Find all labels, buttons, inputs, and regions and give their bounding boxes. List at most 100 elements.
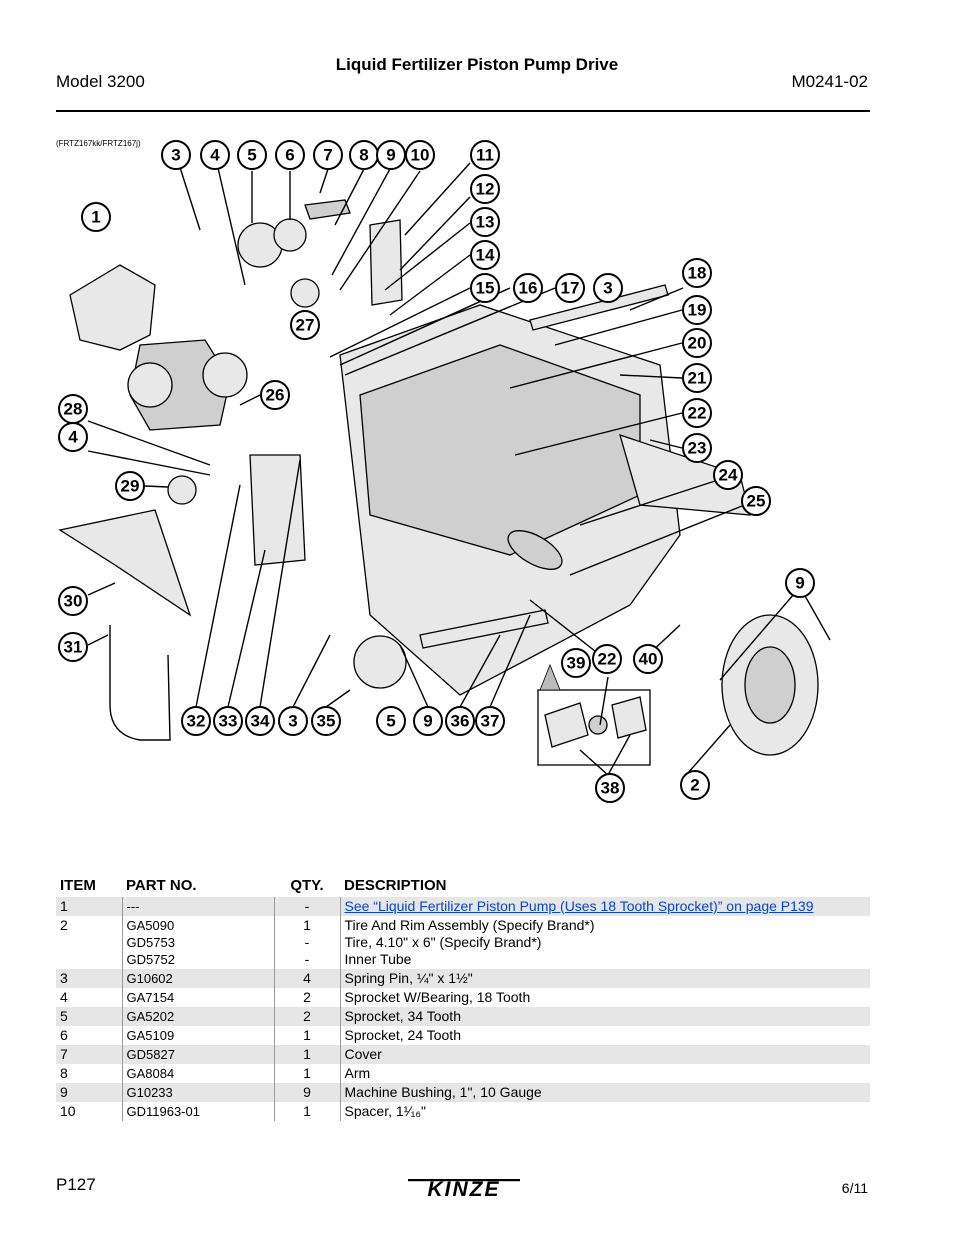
kinze-logo: KINZE bbox=[408, 1178, 520, 1200]
cell-part: G10602 bbox=[122, 969, 275, 988]
cell-line: Sprocket, 24 Tooth bbox=[344, 1027, 461, 1043]
callout-19: 19 bbox=[682, 295, 712, 325]
svg-text:3: 3 bbox=[171, 146, 180, 165]
svg-text:3: 3 bbox=[288, 712, 297, 731]
cell-qty: 1 bbox=[274, 1026, 341, 1045]
bearing-flange-right bbox=[611, 696, 647, 739]
callout-28: 28 bbox=[58, 394, 88, 424]
cell-qty: 1-- bbox=[274, 916, 341, 969]
cell-line: 1 bbox=[303, 917, 311, 933]
callout-31: 31 bbox=[58, 632, 88, 662]
svg-text:22: 22 bbox=[598, 650, 617, 669]
svg-text:31: 31 bbox=[64, 638, 83, 657]
cell-line: GA8084 bbox=[126, 1066, 175, 1081]
bearing bbox=[588, 715, 608, 735]
svg-text:33: 33 bbox=[219, 712, 238, 731]
cell-desc: Sprocket, 34 Tooth bbox=[340, 1007, 870, 1026]
cell-line: Sprocket, 34 Tooth bbox=[344, 1008, 461, 1024]
svg-text:20: 20 bbox=[688, 334, 707, 353]
cell-line: GA5202 bbox=[126, 1009, 175, 1024]
svg-text:22: 22 bbox=[688, 404, 707, 423]
cell-qty: - bbox=[274, 897, 341, 916]
svg-text:37: 37 bbox=[481, 712, 500, 731]
cell-qty: 4 bbox=[274, 969, 341, 988]
cell-line: Tire And Rim Assembly (Specify Brand*) bbox=[344, 917, 595, 933]
callout-37: 37 bbox=[475, 706, 505, 736]
svg-text:27: 27 bbox=[296, 316, 315, 335]
callout-22-bottom: 22 bbox=[592, 644, 622, 674]
svg-text:9: 9 bbox=[423, 712, 432, 731]
svg-text:9: 9 bbox=[386, 146, 395, 165]
header-qty: QTY. bbox=[290, 876, 324, 894]
svg-text:8: 8 bbox=[359, 146, 368, 165]
revision-date: 6/11 bbox=[841, 1180, 868, 1196]
callout-9-bottom: 9 bbox=[413, 706, 443, 736]
cross-reference-link[interactable]: See “Liquid Fertilizer Piston Pump (Uses… bbox=[344, 898, 814, 914]
cell-qty: 2 bbox=[274, 1007, 341, 1026]
svg-text:25: 25 bbox=[747, 492, 766, 511]
callout-34: 34 bbox=[245, 706, 275, 736]
page-number: P127 bbox=[56, 1175, 96, 1194]
cell-line: 4 bbox=[303, 970, 311, 986]
svg-text:39: 39 bbox=[567, 654, 586, 673]
svg-text:9: 9 bbox=[795, 574, 804, 593]
callout-4-left: 4 bbox=[58, 422, 88, 452]
svg-text:38: 38 bbox=[601, 779, 620, 798]
cover bbox=[304, 199, 351, 220]
callout-16: 16 bbox=[513, 273, 543, 303]
callout-33: 33 bbox=[213, 706, 243, 736]
svg-text:28: 28 bbox=[64, 400, 83, 419]
cell-line: 1 bbox=[303, 1027, 311, 1043]
svg-text:36: 36 bbox=[451, 712, 470, 731]
cell-item: 4 bbox=[56, 988, 123, 1007]
cell-desc: See “Liquid Fertilizer Piston Pump (Uses… bbox=[340, 897, 870, 916]
bearing-flange-left bbox=[544, 702, 589, 748]
svg-text:19: 19 bbox=[688, 301, 707, 320]
parts-table-body: 1----See “Liquid Fertilizer Piston Pump … bbox=[56, 897, 870, 1121]
cell-part: GD5827 bbox=[122, 1045, 275, 1064]
callout-35: 35 bbox=[311, 706, 341, 736]
callout-10: 10 bbox=[405, 140, 435, 170]
svg-text:12: 12 bbox=[476, 180, 495, 199]
cell-line: 1 bbox=[303, 1065, 311, 1081]
cell-qty: 1 bbox=[274, 1064, 341, 1083]
figure-reference: (FRTZ167kk/FRTZ167j) bbox=[56, 139, 141, 148]
cell-line: - bbox=[304, 898, 310, 914]
cell-item: 7 bbox=[56, 1045, 123, 1064]
pump-sprocket bbox=[127, 362, 173, 408]
svg-text:32: 32 bbox=[187, 712, 206, 731]
svg-text:30: 30 bbox=[64, 592, 83, 611]
svg-text:34: 34 bbox=[251, 712, 270, 731]
callout-22-right: 22 bbox=[682, 398, 712, 428]
callout-7: 7 bbox=[313, 140, 343, 170]
cell-qty: 9 bbox=[274, 1083, 341, 1102]
cell-line: Spring Pin, ¼" x 1½" bbox=[344, 970, 473, 986]
svg-text:16: 16 bbox=[519, 279, 538, 298]
callout-40: 40 bbox=[633, 644, 663, 674]
cell-line: G10233 bbox=[126, 1085, 173, 1100]
callout-32: 32 bbox=[181, 706, 211, 736]
cell-part: GA7154 bbox=[122, 988, 275, 1007]
cell-part: --- bbox=[122, 897, 275, 916]
header-item: ITEM bbox=[60, 876, 96, 894]
callout-3-top: 3 bbox=[161, 140, 191, 170]
cell-qty: 2 bbox=[274, 988, 341, 1007]
model-label: Model 3200 bbox=[56, 72, 145, 91]
cell-line: G10602 bbox=[126, 971, 173, 986]
cell-desc: Spacer, 1¹⁄₁₆" bbox=[340, 1102, 870, 1121]
arm bbox=[369, 219, 403, 306]
header-part-no: PART NO. bbox=[126, 876, 197, 894]
callout-12: 12 bbox=[470, 174, 500, 204]
parts-table: ITEM PART NO. QTY. DESCRIPTION 1----See … bbox=[56, 873, 870, 1121]
svg-text:7: 7 bbox=[323, 146, 332, 165]
svg-text:17: 17 bbox=[561, 279, 580, 298]
svg-text:18: 18 bbox=[688, 264, 707, 283]
cell-line: Cover bbox=[344, 1046, 382, 1062]
cell-item: 5 bbox=[56, 1007, 123, 1026]
callout-25: 25 bbox=[741, 486, 771, 516]
cell-line: Spacer, 1¹⁄₁₆" bbox=[344, 1103, 427, 1119]
